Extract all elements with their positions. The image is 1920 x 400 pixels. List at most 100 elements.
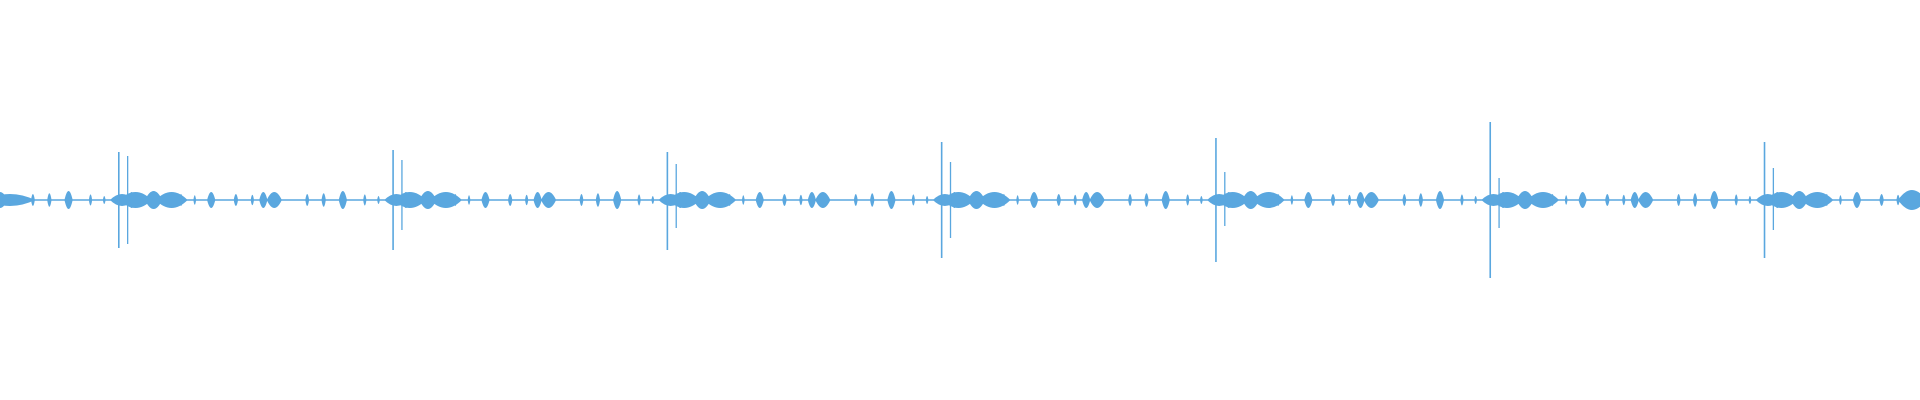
waveform-blob — [1347, 194, 1352, 206]
waveform-blob — [1773, 196, 1794, 204]
waveform-spike — [127, 156, 129, 244]
waveform-blob — [155, 192, 188, 208]
waveform-blob — [1242, 191, 1260, 209]
waveform-blob — [853, 194, 858, 206]
waveform-blob — [870, 193, 875, 207]
waveform-blob — [467, 195, 471, 205]
waveform-blob — [1692, 193, 1698, 207]
waveform-blob — [1128, 194, 1132, 206]
waveform-blob — [1630, 192, 1639, 208]
waveform-blob — [259, 192, 268, 208]
waveform-blob — [1499, 196, 1520, 204]
waveform-blob — [1304, 192, 1313, 208]
waveform-blob — [1734, 194, 1738, 206]
waveform-blob — [266, 192, 282, 208]
waveform-blob — [1089, 192, 1105, 208]
waveform-blob — [1186, 194, 1190, 206]
waveform-blob — [507, 194, 513, 206]
waveform-blob — [1564, 195, 1568, 205]
waveform-blob — [30, 194, 35, 206]
waveform-blob — [1578, 192, 1587, 208]
waveform-spike — [392, 150, 394, 250]
waveform-blob — [250, 194, 254, 206]
waveform-blob — [1082, 192, 1091, 208]
waveform-spike — [1498, 178, 1500, 228]
waveform-blob — [1016, 195, 1019, 205]
waveform-blob — [1852, 192, 1862, 208]
waveform-blob — [1144, 193, 1149, 207]
waveform-blob — [1418, 193, 1423, 207]
waveform-blob — [967, 191, 986, 209]
waveform-blob — [637, 194, 641, 206]
waveform-blob — [799, 194, 803, 206]
waveform-blob — [1676, 194, 1681, 206]
waveform-blob — [1839, 195, 1842, 205]
waveform-spike — [1224, 172, 1226, 226]
waveform-blob — [1402, 194, 1407, 206]
waveform-spike — [1489, 122, 1492, 278]
waveform-blob — [88, 194, 93, 206]
waveform-blob — [1073, 194, 1077, 206]
waveform-blob — [305, 194, 310, 206]
waveform-blob — [524, 194, 529, 206]
waveform-blob — [429, 192, 462, 208]
waveform-blob — [419, 191, 437, 209]
waveform-blob — [595, 193, 601, 207]
waveform-blob — [1879, 194, 1884, 206]
waveform-blob — [64, 191, 73, 209]
waveform-spike — [949, 162, 952, 238]
waveform-blob — [338, 191, 347, 209]
waveform-blob — [1898, 190, 1920, 210]
waveform-spike — [401, 160, 403, 230]
waveform-blob — [925, 196, 929, 204]
waveform-spike — [118, 152, 120, 248]
waveform-blob — [1330, 194, 1336, 206]
waveform-blob — [807, 192, 816, 208]
waveform-blob — [1363, 192, 1379, 208]
waveform-blob — [741, 195, 745, 205]
waveform-blob — [1474, 196, 1478, 204]
waveform-blob — [815, 192, 831, 208]
waveform-blob — [704, 192, 737, 208]
waveform-blob — [1638, 192, 1654, 208]
waveform-blob — [911, 194, 916, 206]
waveform-blob — [533, 192, 542, 208]
waveform-blob — [0, 194, 35, 206]
waveform-blob — [541, 192, 557, 208]
waveform-blob — [0, 192, 8, 208]
waveform-spike — [940, 142, 943, 258]
waveform-blob — [1801, 192, 1834, 208]
waveform-blob — [1710, 191, 1719, 209]
waveform-blob — [1516, 191, 1534, 209]
waveform-blob — [402, 196, 423, 204]
waveform-blob — [1622, 194, 1626, 206]
waveform-blob — [144, 191, 163, 209]
waveform-blob — [887, 191, 896, 209]
waveform-blob — [782, 194, 787, 206]
waveform-blob — [978, 192, 1011, 208]
waveform-blob — [950, 196, 971, 204]
waveform-blob — [128, 196, 148, 204]
waveform-blob — [321, 193, 326, 207]
waveform-blobs — [0, 190, 1920, 210]
waveform-spike — [675, 164, 677, 228]
waveform-spike — [666, 152, 669, 250]
waveform-blob — [363, 194, 367, 206]
waveform-blob — [1748, 196, 1752, 204]
waveform-blob — [193, 195, 197, 205]
waveform-blob — [207, 192, 216, 208]
waveform-blob — [676, 196, 697, 204]
waveform-spike — [1215, 138, 1217, 262]
waveform-blob — [1356, 192, 1365, 208]
waveform-blob — [693, 191, 711, 209]
waveform-blob — [481, 192, 490, 208]
waveform-blob — [1161, 191, 1170, 209]
waveform-spike — [1772, 168, 1775, 230]
waveform-blob — [1029, 192, 1039, 208]
waveform-blob — [1200, 196, 1203, 204]
waveform-blob — [233, 194, 239, 206]
waveform-blob — [1225, 196, 1246, 204]
waveform-spike — [1763, 142, 1766, 258]
waveform-blob — [1790, 191, 1808, 209]
